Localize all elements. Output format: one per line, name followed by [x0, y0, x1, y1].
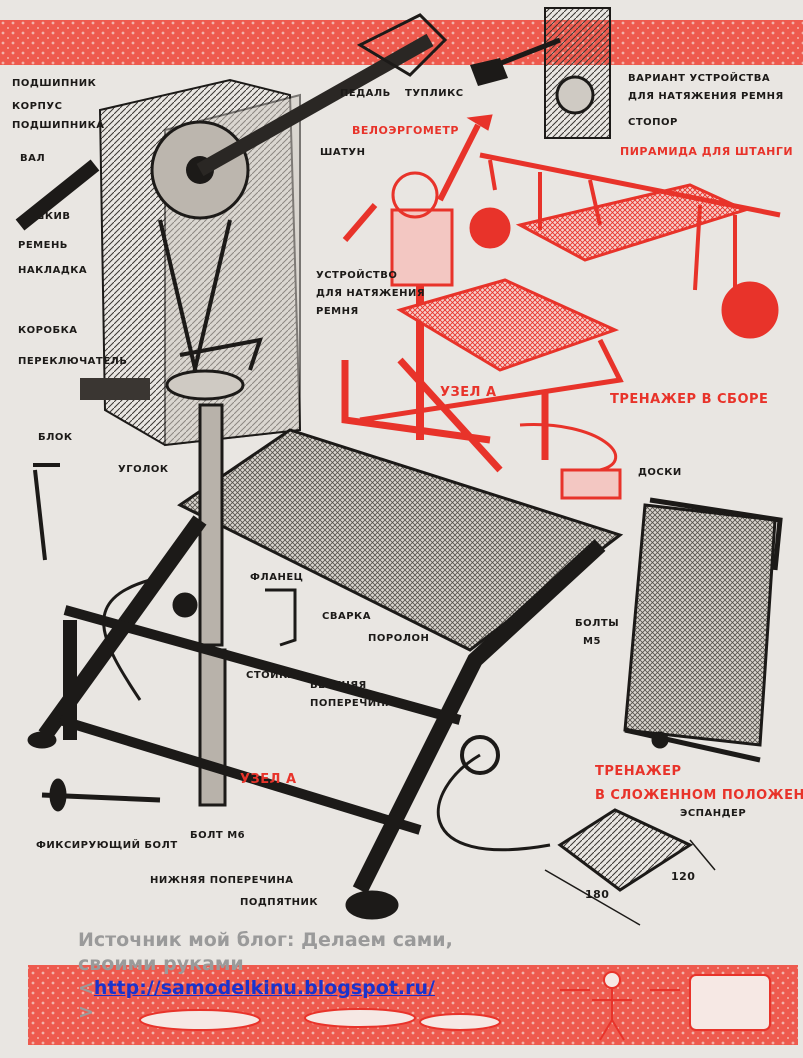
label-box: КОРОБКА [18, 325, 78, 336]
label-block: БЛОК [38, 432, 73, 443]
label-variant-2: ДЛЯ НАТЯЖЕНИЯ РЕМНЯ [628, 91, 784, 102]
source-link-line: <http://samodelkinu.blogspot.ru/ [78, 976, 498, 1000]
label-upper-crossbar-1: ВЕРХНЯЯ [310, 680, 367, 691]
label-tensioner-3: РЕМНЯ [316, 306, 359, 317]
tensioner-variant-drawing [470, 7, 611, 139]
source-open-bracket: < [78, 977, 94, 999]
label-locking-bolt: ФИКСИРУЮЩИЙ БОЛТ [36, 840, 178, 851]
label-flange: ФЛАНЕЦ [250, 572, 304, 583]
label-bolts-1: БОЛТЫ [575, 618, 620, 629]
label-expander: ЭСПАНДЕР [680, 808, 747, 819]
label-angle: УГОЛОК [118, 464, 169, 475]
label-barbell-pyramid: ПИРАМИДА ДЛЯ ШТАНГИ [620, 145, 794, 158]
label-belt: РЕМЕНЬ [18, 240, 68, 251]
label-welding: СВАРКА [322, 611, 371, 622]
label-upper-crossbar-2: ПОПЕРЕЧИНА [310, 698, 394, 709]
label-bearing-housing-2: ПОДШИПНИКА [12, 120, 105, 131]
label-switch: ПЕРЕКЛЮЧАТЕЛЬ [18, 356, 128, 367]
ergometer-box-drawing [15, 13, 448, 447]
assembled-trainer-drawing [341, 114, 781, 500]
label-pulley: ШКИВ [32, 211, 71, 222]
label-bearing: ПОДШИПНИК [12, 78, 97, 89]
folded-trainer-drawing [623, 497, 783, 763]
label-dim-120: 120 [671, 870, 696, 883]
athlete-silhouettes [139, 971, 771, 1041]
label-conrod: ШАТУН [320, 147, 366, 158]
label-post: СТОЙКА [246, 670, 296, 681]
label-node-a-bottom: УЗЕЛ А [240, 772, 297, 787]
bottom-decorative-band [28, 965, 798, 1045]
label-node-a-top: УЗЕЛ А [440, 385, 497, 400]
label-tensioner-2: ДЛЯ НАТЯЖЕНИЯ [316, 288, 426, 299]
source-caption: Источник мой блог: Делаем сами, своими р… [78, 928, 498, 1024]
label-bike-ergometer: ВЕЛОЭРГОМЕТР [352, 124, 459, 137]
label-boards: ДОСКИ [638, 467, 682, 478]
label-lower-crossbar: НИЖНЯЯ ПОПЕРЕЧИНА [150, 875, 294, 886]
label-bolt-m6: БОЛТ М6 [190, 830, 246, 841]
source-link[interactable]: http://samodelkinu.blogspot.ru/ [93, 977, 435, 999]
label-thrust-bearing: ПОДПЯТНИК [240, 897, 319, 908]
label-toe-clip: ТУПЛИКС [405, 88, 464, 99]
main-trainer-drawing [27, 369, 716, 926]
label-bolts-2: М5 [583, 636, 601, 647]
label-pad: НАКЛАДКА [18, 265, 88, 276]
source-line-1: Источник мой блог: Делаем сами, [78, 929, 453, 951]
label-bearing-housing-1: КОРПУС [12, 101, 63, 112]
source-line-2: своими руками [78, 953, 244, 975]
label-folded-2: В СЛОЖЕННОМ ПОЛОЖЕНИИ [595, 788, 803, 803]
label-dim-180: 180 [585, 888, 610, 901]
label-pedal: ПЕДАЛЬ [340, 88, 391, 99]
label-foam: ПОРОЛОН [368, 633, 430, 644]
label-tensioner-1: УСТРОЙСТВО [316, 270, 398, 281]
label-assembled: ТРЕНАЖЕР В СБОРЕ [610, 392, 769, 407]
label-stopper: СТОПОР [628, 117, 678, 128]
label-variant-1: ВАРИАНТ УСТРОЙСТВА [628, 73, 771, 84]
label-shaft: ВАЛ [20, 153, 46, 164]
source-close-bracket: > [78, 1001, 94, 1023]
label-folded-1: ТРЕНАЖЕР [595, 764, 682, 779]
